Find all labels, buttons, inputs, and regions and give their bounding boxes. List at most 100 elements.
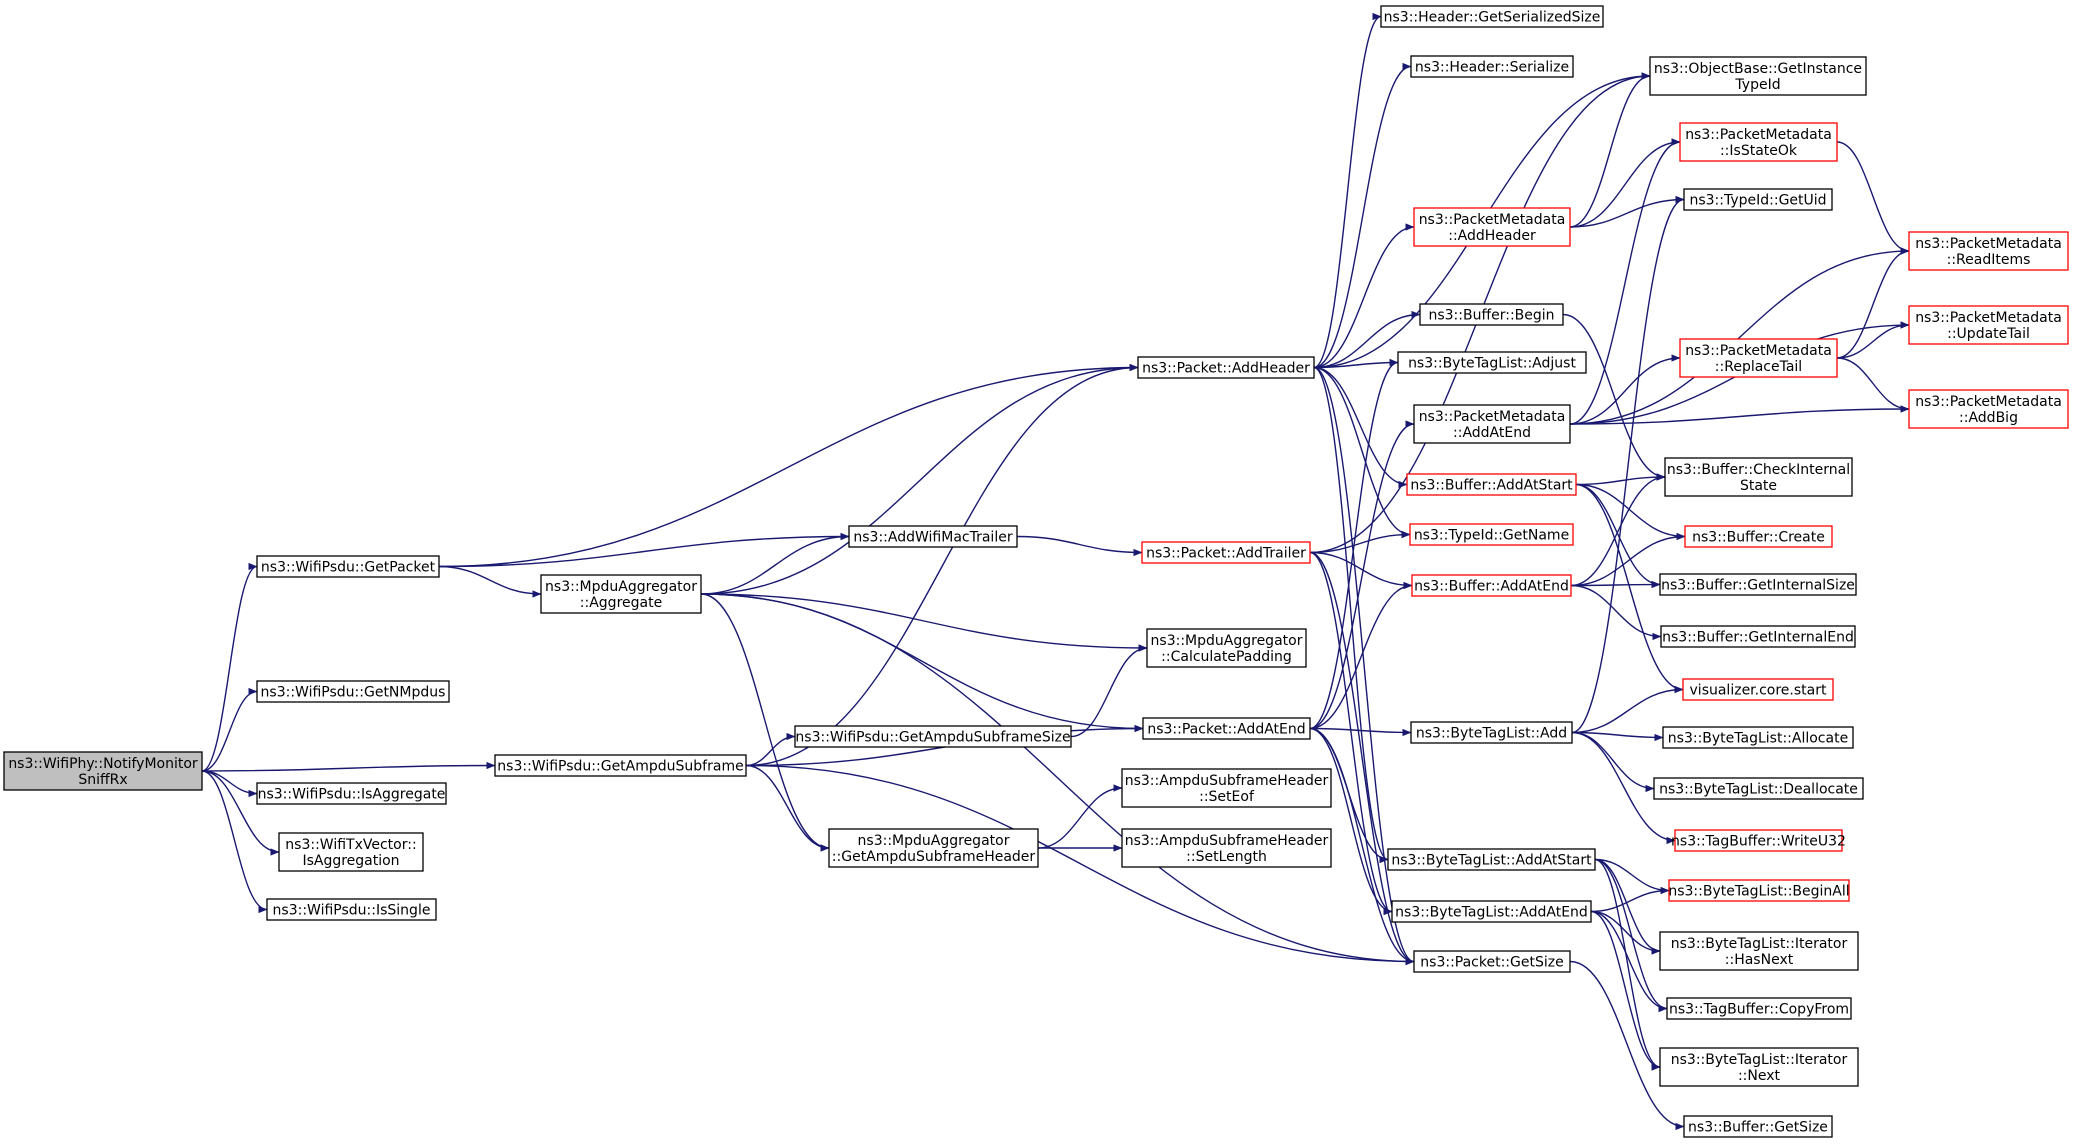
edge-aggregate-to-pktAddAtEnd: [700, 593, 1144, 733]
node-label: ns3::Header::Serialize: [1415, 60, 1569, 76]
node-hdrSerialize[interactable]: ns3::Header::Serialize: [1410, 55, 1574, 78]
node-pktAddTrailer[interactable]: ns3::Packet::AddTrailer: [1141, 541, 1311, 564]
node-tbCopyFrom[interactable]: ns3::TagBuffer::CopyFrom: [1666, 997, 1852, 1020]
node-btlAddAtStart[interactable]: ns3::ByteTagList::AddAtStart: [1387, 848, 1596, 871]
node-getAmpduSubframe[interactable]: ns3::WifiPsdu::GetAmpduSubframe: [494, 754, 747, 777]
node-getPacket[interactable]: ns3::WifiPsdu::GetPacket: [256, 555, 440, 578]
edge-btlAddAtStart-to-btlIterNext: [1594, 858, 1661, 1071]
node-bufBegin[interactable]: ns3::Buffer::Begin: [1419, 303, 1564, 326]
node-box: [1413, 950, 1571, 973]
node-pmIsStateOk[interactable]: ns3::PacketMetadata::IsStateOk: [1679, 122, 1838, 162]
node-box: [1121, 828, 1332, 868]
node-label: ns3::PacketMetadata: [1915, 236, 2062, 252]
node-label: ns3::PacketMetadata: [1685, 343, 1832, 359]
node-vizStart[interactable]: visualizer.core.start: [1682, 678, 1834, 701]
node-box: [256, 680, 450, 703]
node-label: ::SetEof: [1199, 789, 1255, 805]
edge-btlAddAtStart-to-btlIterHasNext: [1594, 858, 1661, 955]
node-bufGetSize[interactable]: ns3::Buffer::GetSize: [1683, 1115, 1833, 1138]
node-btlAllocate[interactable]: ns3::ByteTagList::Allocate: [1662, 726, 1854, 749]
node-label: ns3::AmpduSubframeHeader: [1125, 773, 1329, 789]
edge-bufAddAtEnd-to-bufGetInternalSize: [1570, 580, 1661, 589]
node-box: [1908, 305, 2069, 345]
node-getAmpduSubframeHeader[interactable]: ns3::MpduAggregator::GetAmpduSubframeHea…: [828, 828, 1039, 868]
node-label: ns3::WifiPsdu::GetPacket: [261, 560, 436, 576]
edge-getPacket-to-pktAddHeader: [438, 363, 1139, 568]
node-getAmpduSubframeSize[interactable]: ns3::WifiPsdu::GetAmpduSubframeSize: [794, 725, 1072, 748]
node-getNMpdus[interactable]: ns3::WifiPsdu::GetNMpdus: [256, 680, 450, 703]
node-pktGetSize[interactable]: ns3::Packet::GetSize: [1413, 950, 1571, 973]
node-label: ns3::ByteTagList::Allocate: [1668, 731, 1848, 747]
node-btlAdjust[interactable]: ns3::ByteTagList::Adjust: [1397, 351, 1587, 374]
node-isAggregate[interactable]: ns3::WifiPsdu::IsAggregate: [256, 782, 447, 805]
node-pmAddBig[interactable]: ns3::PacketMetadata::AddBig: [1908, 389, 2069, 429]
node-aggregate[interactable]: ns3::MpduAggregator::Aggregate: [540, 574, 702, 614]
edge-btlAddAtEnd-to-btlIterHasNext: [1590, 910, 1661, 955]
edge-pmReplaceTail-to-pmUpdateTail: [1836, 321, 1910, 359]
node-box: [1653, 777, 1864, 800]
edge-getAmpduSubframe-to-pktGetSize: [745, 764, 1415, 966]
node-bufGetInternalEnd[interactable]: ns3::Buffer::GetInternalEnd: [1660, 625, 1856, 648]
node-pmReadItems[interactable]: ns3::PacketMetadata::ReadItems: [1908, 231, 2069, 271]
node-bufAddAtEnd[interactable]: ns3::Buffer::AddAtEnd: [1411, 574, 1572, 597]
node-calcPadding[interactable]: ns3::MpduAggregator::CalculatePadding: [1146, 628, 1307, 668]
node-box: [828, 828, 1039, 868]
node-pmAddAtEnd[interactable]: ns3::PacketMetadata::AddAtEnd: [1413, 404, 1571, 444]
node-box: [794, 725, 1072, 748]
edge-bufAddAtEnd-to-bufGetInternalEnd: [1570, 584, 1662, 641]
edge-pmAddHeader-to-pmIsStateOk: [1569, 138, 1681, 228]
edge-pktAddHeader-to-pktGetSize: [1313, 366, 1415, 965]
node-label: ns3::MpduAggregator: [545, 579, 697, 595]
edge-btlAddAtStart-to-btlBeginAll: [1594, 858, 1670, 895]
node-label: ns3::WifiPhy::NotifyMonitor: [8, 756, 198, 772]
node-box: [1660, 625, 1856, 648]
node-pktAddAtEnd[interactable]: ns3::Packet::AddAtEnd: [1142, 717, 1311, 740]
node-bufGetInternalSize[interactable]: ns3::Buffer::GetInternalSize: [1659, 573, 1857, 596]
edge-pktAddHeader-to-typeIdGetName: [1313, 366, 1411, 539]
node-label: ns3::PacketMetadata: [1915, 394, 2062, 410]
node-typeIdGetName[interactable]: ns3::TypeId::GetName: [1409, 523, 1574, 546]
edge-root-to-getNMpdus: [201, 687, 258, 772]
node-label: ::HasNext: [1725, 952, 1794, 968]
edge-pktAddHeader-to-btlAdjust: [1313, 358, 1399, 369]
node-label: ::UpdateTail: [1947, 326, 2030, 342]
node-bufAddAtStart[interactable]: ns3::Buffer::AddAtStart: [1406, 473, 1577, 496]
node-btlAdd[interactable]: ns3::ByteTagList::Add: [1410, 721, 1573, 744]
node-typeIdGetUid[interactable]: ns3::TypeId::GetUid: [1683, 188, 1833, 211]
node-pmUpdateTail[interactable]: ns3::PacketMetadata::UpdateTail: [1908, 305, 2069, 345]
node-isSingle[interactable]: ns3::WifiPsdu::IsSingle: [266, 898, 437, 921]
node-label: ::AddAtEnd: [1453, 425, 1531, 441]
node-pmReplaceTail[interactable]: ns3::PacketMetadata::ReplaceTail: [1679, 338, 1838, 378]
node-box: [1413, 404, 1571, 444]
node-btlAddAtEnd[interactable]: ns3::ByteTagList::AddAtEnd: [1391, 900, 1592, 923]
node-btlBeginAll[interactable]: ns3::ByteTagList::BeginAll: [1668, 879, 1850, 902]
edge-aggregate-to-getAmpduSubframeHeader: [700, 593, 830, 852]
edge-addWifiMacTrailer-to-pktAddTrailer: [1016, 535, 1143, 557]
node-bufCreate[interactable]: ns3::Buffer::Create: [1684, 525, 1833, 548]
node-label: ::SetLength: [1186, 849, 1267, 865]
node-tbWriteU32[interactable]: ns3::TagBuffer::WriteU32: [1671, 829, 1846, 852]
node-pmAddHeader[interactable]: ns3::PacketMetadata::AddHeader: [1413, 207, 1571, 247]
node-setEof[interactable]: ns3::AmpduSubframeHeader::SetEof: [1121, 768, 1332, 808]
node-setLength[interactable]: ns3::AmpduSubframeHeader::SetLength: [1121, 828, 1332, 868]
edge-btlAddAtStart-to-tbCopyFrom: [1594, 858, 1668, 1013]
node-label: ns3::ByteTagList::Deallocate: [1659, 782, 1858, 798]
node-hdrGetSerSize[interactable]: ns3::Header::GetSerializedSize: [1380, 5, 1604, 28]
node-label: ::AddBig: [1959, 410, 2018, 426]
edge-pktAddAtEnd-to-pktGetSize: [1309, 727, 1415, 966]
edge-getAmpduSubframeHeader-to-setEof: [1037, 784, 1123, 849]
node-btlIterNext[interactable]: ns3::ByteTagList::Iterator::Next: [1659, 1047, 1859, 1087]
node-pktAddHeader[interactable]: ns3::Packet::AddHeader: [1137, 356, 1315, 379]
node-isAggregation[interactable]: ns3::WifiTxVector::IsAggregation: [278, 832, 424, 872]
node-box: [1664, 457, 1853, 497]
edge-pmAddAtEnd-to-pmAddBig: [1569, 405, 1910, 425]
edge-bufAddAtEnd-to-bufCheckInternal: [1570, 473, 1666, 587]
node-btlIterHasNext[interactable]: ns3::ByteTagList::Iterator::HasNext: [1659, 931, 1859, 971]
node-addWifiMacTrailer[interactable]: ns3::AddWifiMacTrailer: [848, 525, 1018, 548]
node-box: [1684, 525, 1833, 548]
edge-pmAddHeader-to-typeIdGetUid: [1569, 195, 1685, 228]
node-btlDeallocate[interactable]: ns3::ByteTagList::Deallocate: [1653, 777, 1864, 800]
